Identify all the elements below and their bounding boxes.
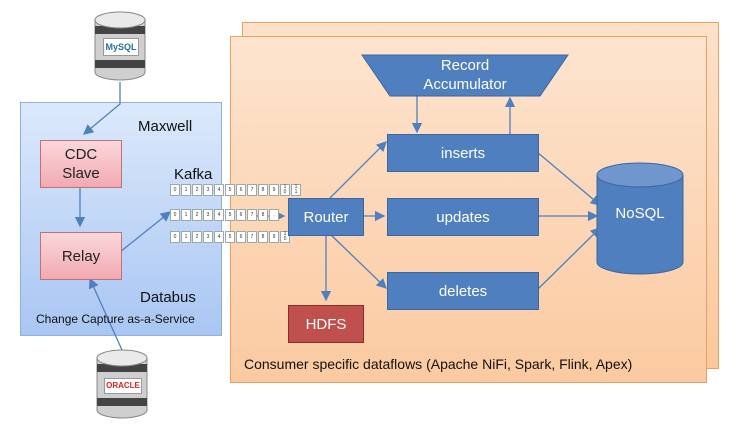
consumer-caption: Consumer specific dataflows (Apache NiFi… <box>244 356 633 372</box>
updates-box: updates <box>387 198 539 236</box>
arrow-mysql-to-cdc <box>83 82 121 135</box>
oracle-logo: ORACLE <box>104 378 142 394</box>
arrow-router-to-deletes <box>329 233 387 289</box>
cdc-slave-box: CDC Slave <box>40 140 122 188</box>
kafka-label: Kafka <box>174 166 213 183</box>
kafka-offset-cell: 6 <box>236 231 246 243</box>
kafka-offset-cell: 0 <box>170 184 180 196</box>
record-accumulator-label: Record Accumulator <box>423 57 507 93</box>
kafka-offset-cell: 5 <box>225 231 235 243</box>
databus-caption: Change Capture as-a-Service <box>36 312 195 326</box>
deletes-box: deletes <box>387 272 539 310</box>
kafka-offset-cell: . <box>269 209 279 221</box>
kafka-offset-cell: 0 <box>170 209 180 221</box>
nosql-cylinder <box>596 162 684 275</box>
kafka-offset-cell: 2 <box>192 209 202 221</box>
kafka-offset-cell: 1 0 <box>280 184 290 196</box>
kafka-offset-cell: 4 <box>214 209 224 221</box>
arrow-inserts-to-nosql <box>536 151 601 206</box>
kafka-offset-cell: 1 0 <box>280 231 290 243</box>
kafka-offset-cell: 1 1 <box>291 184 301 196</box>
relay-box: Relay <box>40 232 122 280</box>
kafka-offset-cell: 8 <box>258 184 268 196</box>
nosql-label: NoSQL <box>615 205 665 222</box>
arrow-deletes-to-nosql <box>536 227 601 291</box>
kafka-offset-cell: 8 <box>258 209 268 221</box>
kafka-offset-cell: 5 <box>225 184 235 196</box>
kafka-offset-cell: 9 <box>269 184 279 196</box>
kafka-offset-cell: 1 <box>181 209 191 221</box>
kafka-offset-cell: 7 <box>247 231 257 243</box>
kafka-offset-cell: 7 <box>247 184 257 196</box>
inserts-box: inserts <box>387 134 539 172</box>
maxwell-label: Maxwell <box>138 118 193 135</box>
kafka-offset-cell: 0 <box>170 231 180 243</box>
kafka-offset-cell: 6 <box>236 184 246 196</box>
kafka-offset-cell: 8 <box>258 231 268 243</box>
kafka-offset-cell: 2 <box>192 231 202 243</box>
arrow-router-to-inserts <box>329 141 387 199</box>
kafka-offset-cell: 9 <box>269 231 279 243</box>
kafka-offset-cell: 5 <box>225 209 235 221</box>
kafka-offset-cell: 2 <box>192 184 202 196</box>
mysql-logo: MySQL <box>103 38 139 56</box>
kafka-offset-cell: 1 <box>181 231 191 243</box>
databus-label: Databus <box>140 289 196 306</box>
router-box: Router <box>288 198 364 236</box>
kafka-offset-cell: 4 <box>214 231 224 243</box>
kafka-offset-cell: 3 <box>203 209 213 221</box>
kafka-offset-cell: 3 <box>203 184 213 196</box>
record-accumulator-shape <box>361 54 569 97</box>
kafka-offset-cell: 7 <box>247 209 257 221</box>
kafka-offset-cell: 4 <box>214 184 224 196</box>
kafka-offset-cell: 1 <box>181 184 191 196</box>
arrow-relay-to-kafka <box>119 211 172 253</box>
hdfs-box: HDFS <box>288 305 364 343</box>
kafka-offset-cell: 6 <box>236 209 246 221</box>
kafka-offset-cell: 3 <box>203 231 213 243</box>
arrow-oracle-to-relay <box>88 277 123 351</box>
